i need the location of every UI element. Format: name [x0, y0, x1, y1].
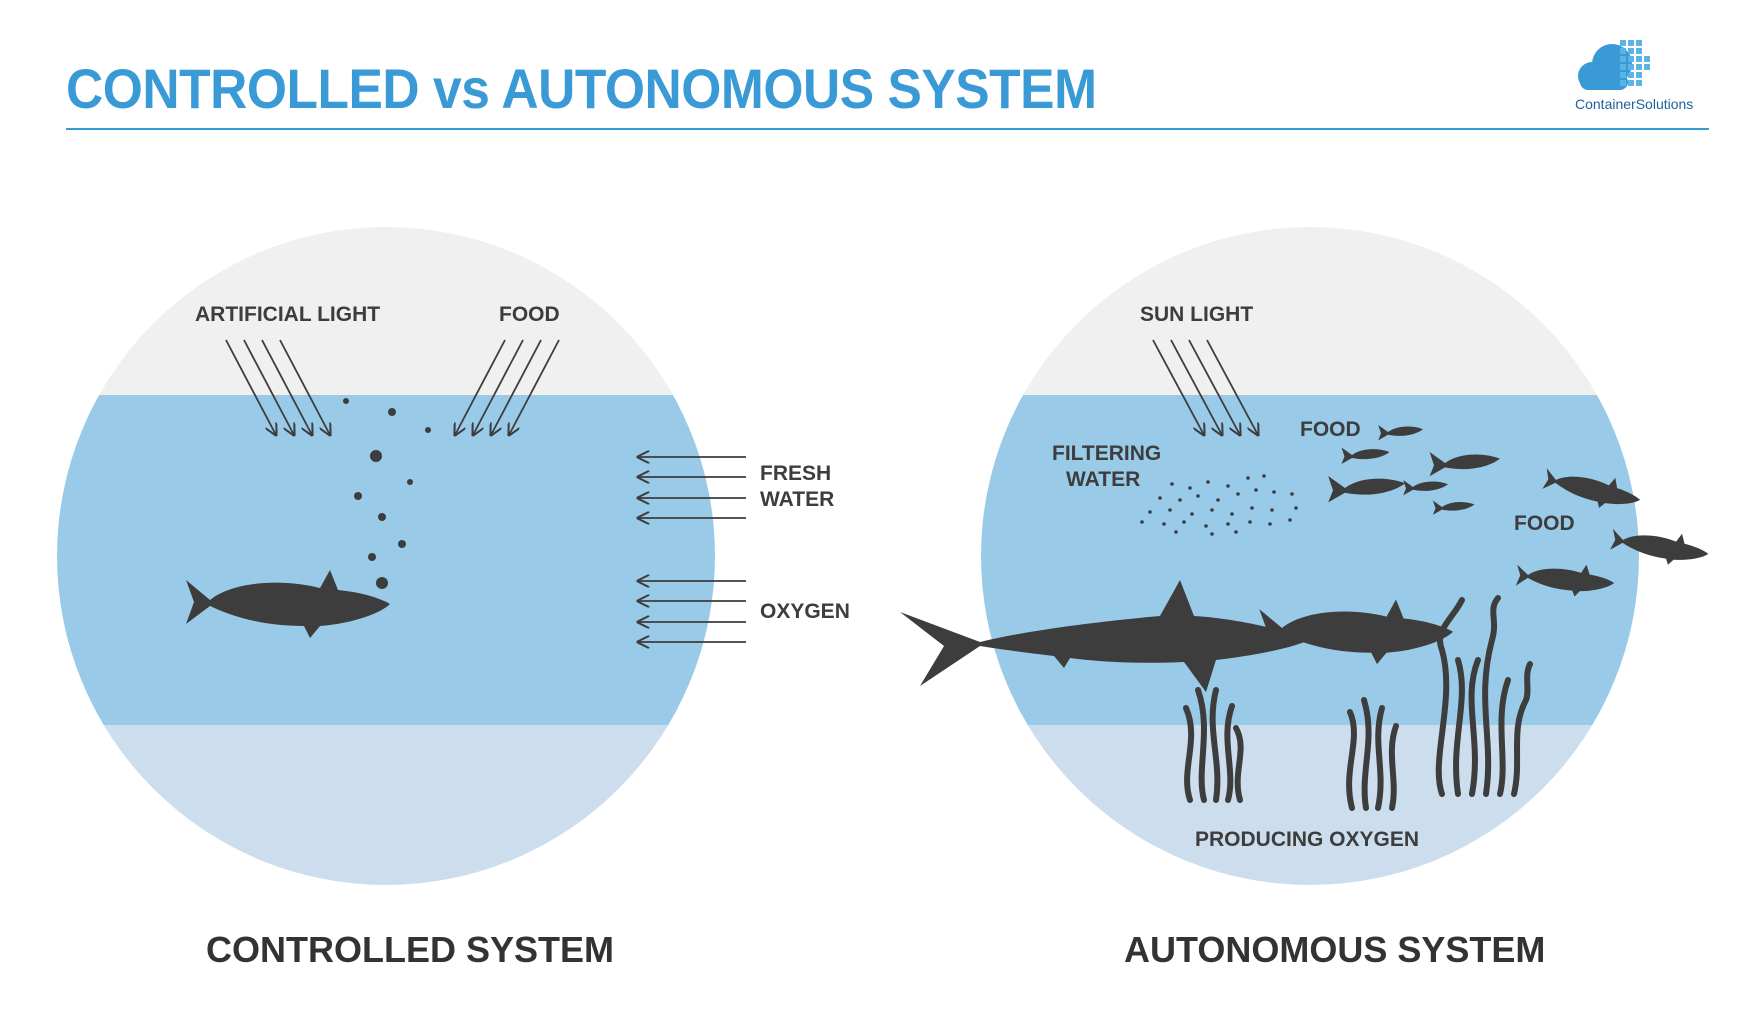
sun-light-arrows	[1152, 339, 1258, 435]
food-arrows	[455, 339, 560, 435]
filtering-particles	[1140, 474, 1298, 536]
title-divider	[66, 128, 1709, 130]
sky-region	[57, 227, 715, 395]
seabed-region	[981, 725, 1639, 885]
food-label-right: FOOD	[1514, 512, 1575, 535]
food-label: FOOD	[499, 303, 560, 326]
producing-oxygen-label: PRODUCING OXYGEN	[1195, 828, 1419, 851]
page-title: CONTROLLED vs AUTONOMOUS SYSTEM	[66, 57, 1097, 120]
seaweed-group	[1183, 595, 1533, 811]
oxygen-arrows	[638, 581, 746, 642]
fresh-label: FRESH	[760, 462, 831, 485]
fresh-water-arrows	[638, 457, 746, 518]
water-region	[57, 395, 715, 725]
filtering-water-label: WATER	[1066, 468, 1140, 491]
artificial-light-arrows	[225, 339, 330, 435]
food-label-top: FOOD	[1300, 418, 1361, 441]
controlled-system-diagram: ARTIFICIAL LIGHT FOOD FRESH WATER OXYGEN…	[57, 227, 850, 970]
food-pellets	[343, 398, 431, 589]
water-label: WATER	[760, 488, 834, 511]
filtering-label: FILTERING	[1052, 442, 1161, 465]
logo-text: ContainerSolutions	[1575, 96, 1694, 112]
company-logo	[1578, 40, 1650, 90]
sky-region	[981, 227, 1639, 395]
seabed-region	[57, 725, 715, 885]
artificial-light-label: ARTIFICIAL LIGHT	[195, 303, 380, 326]
oxygen-label: OXYGEN	[760, 600, 850, 623]
autonomous-system-caption: AUTONOMOUS SYSTEM	[1124, 929, 1545, 970]
autonomous-system-diagram: SUN LIGHT FILTERING WATER FOOD FOOD PROD…	[900, 227, 1711, 970]
sun-light-label: SUN LIGHT	[1140, 303, 1253, 326]
controlled-system-caption: CONTROLLED SYSTEM	[206, 929, 614, 970]
